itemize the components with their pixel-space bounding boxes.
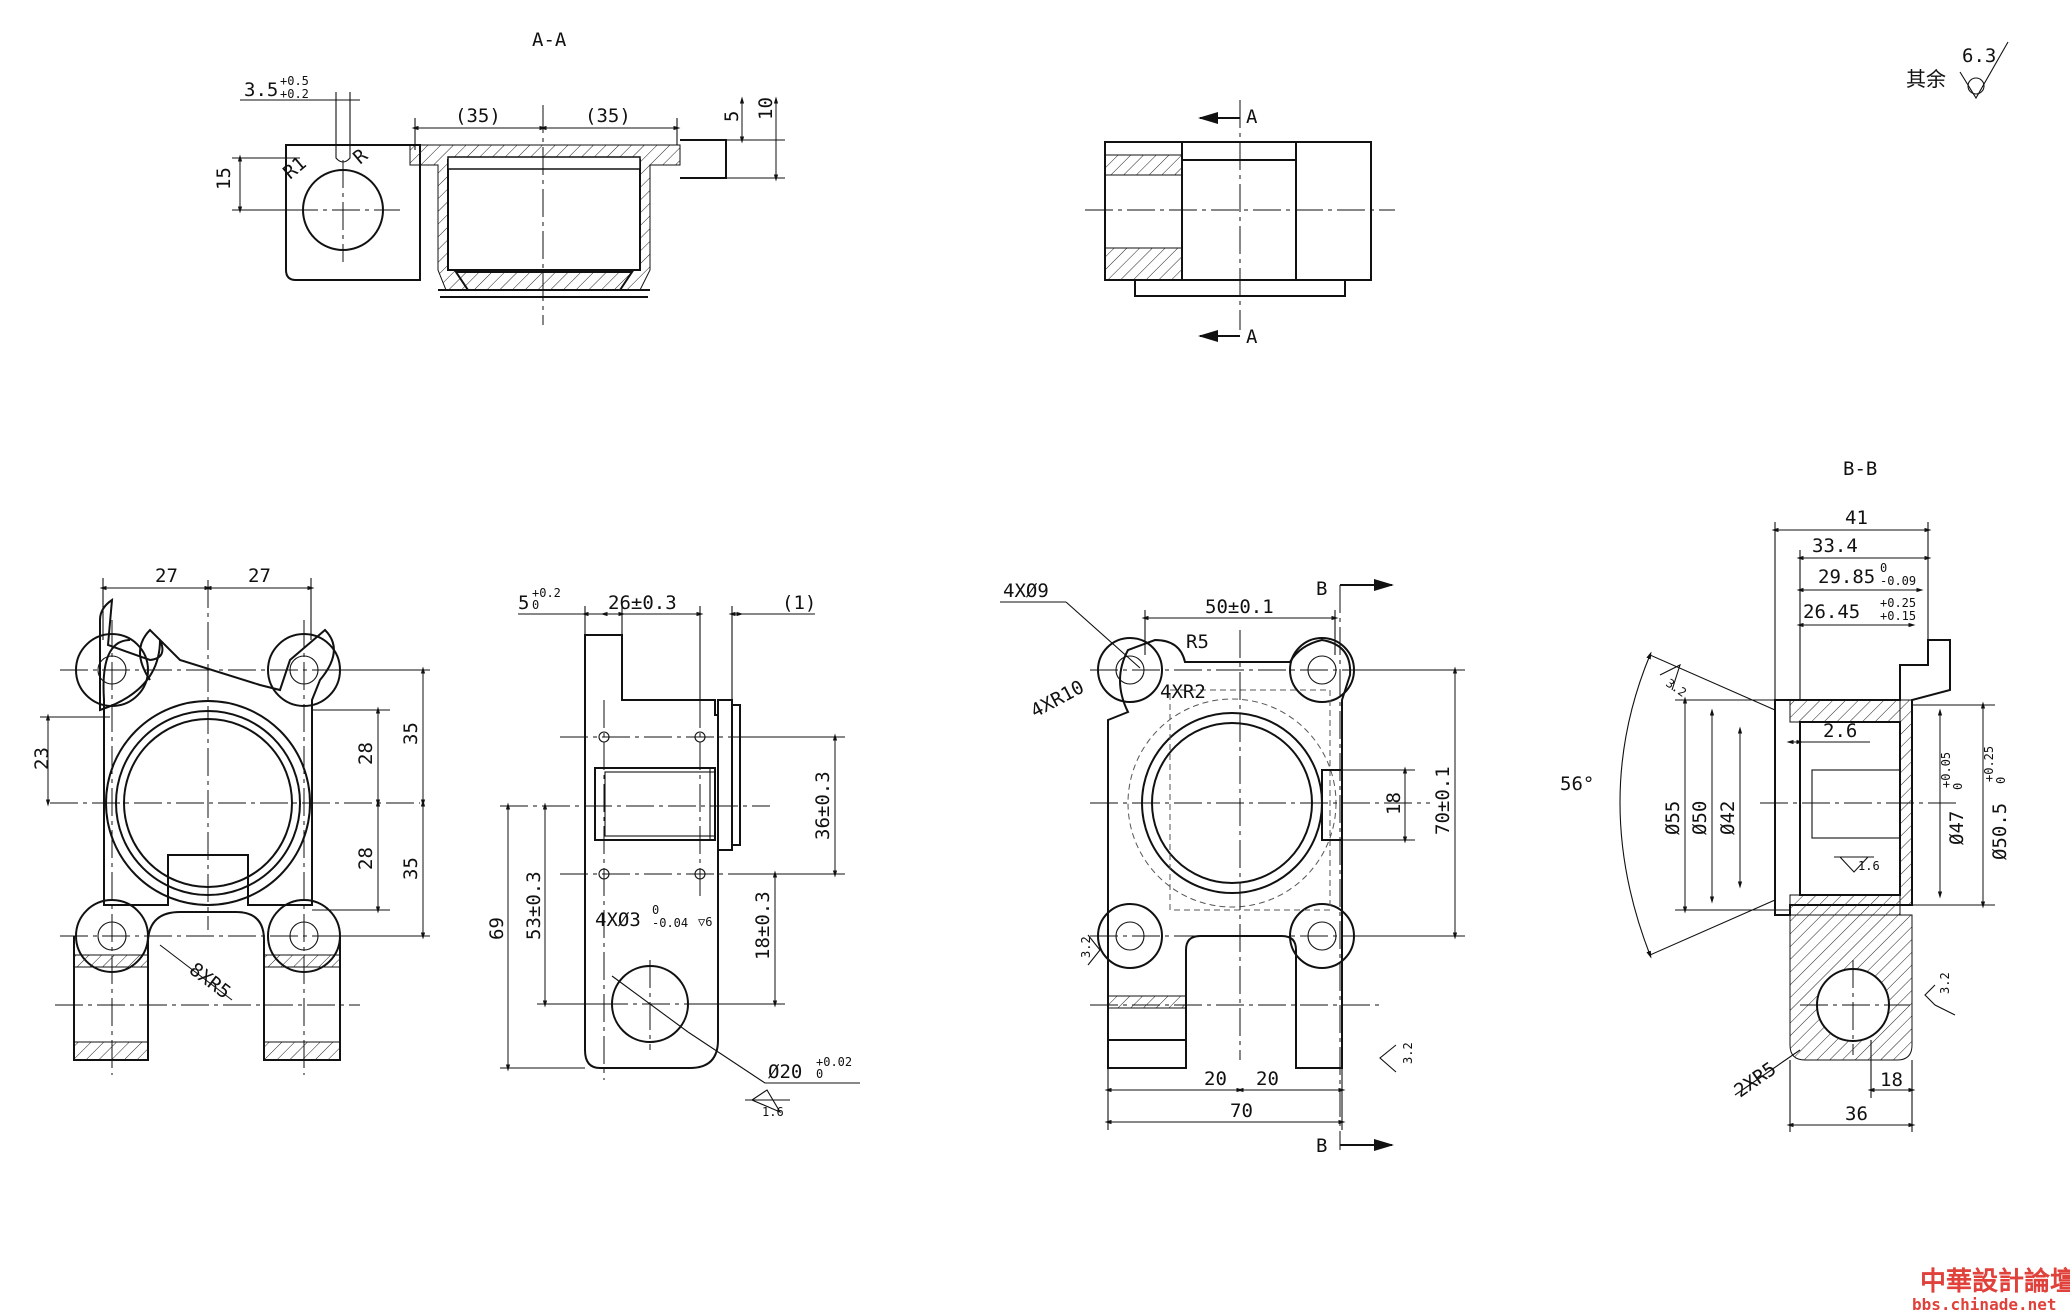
main-dim-18: 18 [1383,792,1405,815]
side-dim-69: 69 [486,917,508,940]
side-roughness: 1.6 [762,1105,784,1119]
bb-r5: 2XR5 [1730,1058,1780,1102]
bb-dia50: Ø50 [1689,801,1711,835]
main-r5: R5 [1186,631,1209,653]
bb-dim-33: 33.4 [1812,535,1858,557]
aa-dim-slot: 3.5 [244,79,278,101]
bb-dim-26: 26.45 [1803,601,1860,623]
side-holes-depth: ▽6 [698,915,712,929]
bb-dim-18: 18 [1880,1069,1903,1091]
side-holes-note: 4XØ3 [595,909,641,931]
watermark: 中華設計論壇 bbs.chinade.net [1912,1266,2070,1314]
section-mark-a-top: A [1246,106,1258,128]
front-dim-27-right: 27 [248,565,271,587]
aa-slot-tol-lo: +0.2 [280,87,309,101]
front-dim-27-left: 27 [155,565,178,587]
main-roughness-left: 3.2 [1079,936,1093,958]
main-view: B B 50±0.1 4XØ9 R5 4XR10 4XR2 18 70±0.1 … [1000,578,1465,1157]
aa-r-slot: R [349,144,372,169]
roughness-note-text: 其余 [1906,67,1946,91]
main-r2: 4XR2 [1160,681,1206,703]
bb-dim-29-tol-lo: -0.09 [1880,574,1916,588]
side-bore-note: Ø20 [768,1061,802,1083]
side-dim-5-tol-up: +0.2 [532,586,561,600]
aa-slot-tol-up: +0.5 [280,74,309,88]
bb-dia47-tol-lo: 0 [1951,783,1965,790]
aa-dim-15: 15 [213,167,235,190]
front-view: 27 27 23 28 28 35 35 8XR5 [31,565,430,1075]
bb-dim-2-6: 2.6 [1823,720,1857,742]
bb-angle: 56° [1560,773,1594,795]
bb-roughness-b: 1.6 [1858,859,1880,873]
front-dim-23: 23 [31,747,53,770]
aa-r1: R1 [279,152,311,184]
front-dim-28-bottom: 28 [355,847,377,870]
side-dim-26: 26±0.3 [608,592,677,614]
main-holes-note: 4XØ9 [1003,580,1049,602]
section-bb-title: B-B [1843,458,1877,480]
bb-dia47-tol-up: +0.05 [1939,752,1953,788]
side-dim-18: 18±0.3 [752,891,774,960]
section-mark-b-top: B [1316,578,1327,600]
bb-dim-41: 41 [1845,507,1868,529]
side-dim-5: 5 [518,592,529,614]
bb-dim-26-tol-lo: +0.15 [1880,609,1916,623]
aa-dim-35-left: (35) [455,105,501,127]
top-view: A A [1085,100,1395,348]
watermark-url: bbs.chinade.net [1912,1295,2057,1314]
side-dim-36: 36±0.3 [812,771,834,840]
section-aa-title: A-A [532,29,567,51]
main-r10: 4XR10 [1027,676,1088,722]
front-dim-35-top: 35 [400,722,422,745]
bb-dia47: Ø47 [1946,811,1968,845]
side-dim-1: (1) [782,592,816,614]
main-dim-20-left: 20 [1204,1068,1227,1090]
section-bb-view: B-B 41 33.4 29.85 0 -0.09 26.45 +0.25 +0… [1560,458,2011,1132]
bb-dia42: Ø42 [1717,801,1739,835]
section-mark-b-bottom: B [1316,1135,1327,1157]
side-holes-tol-lo: -0.04 [652,916,688,930]
main-dim-70: 70 [1230,1100,1253,1122]
bb-dia505-tol-up: +0.25 [1982,746,1996,782]
aa-dim-5: 5 [721,111,743,122]
bb-roughness-a: 3.2 [1663,676,1689,700]
main-dim-50: 50±0.1 [1205,596,1274,618]
bb-dim-29-tol-up: 0 [1880,561,1887,575]
bb-dim-36: 36 [1845,1103,1868,1125]
roughness-note: 其余 6.3 [1906,41,2009,100]
side-view: 5 +0.2 0 26±0.3 (1) 36±0.3 18±0.3 69 53±… [486,586,860,1119]
section-mark-a-bottom: A [1246,326,1258,348]
aa-dim-35-right: (35) [585,105,631,127]
side-bore-tol-up: +0.02 [816,1055,852,1069]
side-bore-tol-lo: 0 [816,1067,823,1081]
aa-dim-10: 10 [755,97,777,120]
side-dim-53: 53±0.3 [523,871,545,940]
main-roughness-right: 3.2 [1401,1042,1415,1064]
side-dim-5-tol-lo: 0 [532,598,539,612]
bb-dia55: Ø55 [1662,801,1684,835]
side-holes-tol-up: 0 [652,903,659,917]
bb-roughness-c: 3.2 [1938,972,1952,994]
watermark-title: 中華設計論壇 [1920,1266,2070,1297]
bb-dim-29: 29.85 [1818,566,1875,588]
roughness-note-value: 6.3 [1962,45,1996,67]
front-dim-35-bottom: 35 [400,857,422,880]
section-aa-view: A-A (35) (35) 3.5 +0.5 +0.2 15 R1 R [213,29,785,325]
bb-dia505-tol-lo: 0 [1994,777,2008,784]
main-dim-20-right: 20 [1256,1068,1279,1090]
bb-dia505: Ø50.5 [1989,803,2011,860]
main-dim-70v: 70±0.1 [1432,766,1454,835]
front-dim-28-top: 28 [355,742,377,765]
bb-dim-26-tol-up: +0.25 [1880,596,1916,610]
